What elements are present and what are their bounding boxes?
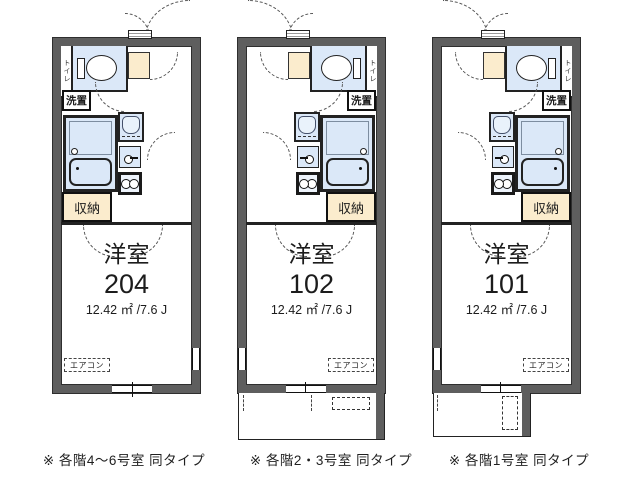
outdoor-ac-unit (502, 396, 518, 430)
closet-box: 収納 (326, 192, 376, 222)
kitchen-sink-icon (492, 146, 514, 168)
washbasin-bowl-icon (298, 116, 316, 134)
room-info: 洋室 102 12.42 ㎡ /7.6 J (246, 241, 377, 318)
bathtub-icon (521, 158, 564, 186)
toilet-tank-icon (353, 58, 361, 79)
closet-box: 収納 (62, 192, 112, 222)
faucet-icon (360, 148, 367, 155)
aircon-box: エアコン (523, 358, 569, 372)
shower-area (69, 121, 112, 155)
entrance-step (128, 52, 150, 79)
room-size: 12.42 ㎡ /7.6 J (465, 303, 548, 318)
faucet-icon (71, 148, 78, 155)
floorplan-unit-101: トイレ 洗置 収納 洋室 101 12.42 ㎡ /7.6 J エアコン (433, 0, 580, 393)
window-side (192, 348, 200, 370)
washbasin-bowl-icon (493, 116, 511, 134)
window-bottom (481, 385, 521, 393)
aircon-box: エアコン (328, 358, 374, 372)
toilet-door-arc (508, 82, 538, 112)
entrance-porch (128, 30, 152, 39)
room-type-label: 洋室 (483, 241, 530, 267)
caption-unit-204: ※ 各階4〜6号室 同タイプ (42, 453, 206, 468)
terrace-wall (376, 393, 384, 439)
stove-icon (491, 172, 515, 195)
washbasin-bowl-icon (122, 116, 140, 134)
terrace-mark (437, 395, 440, 411)
laundry-label: 洗置 (62, 90, 91, 111)
floorplan-unit-102: トイレ 洗置 収納 洋室 102 12.42 ㎡ /7.6 J エアコン (238, 0, 385, 393)
laundry-label: 洗置 (542, 90, 571, 111)
room-number: 101 (483, 269, 530, 300)
outdoor-ac-unit (332, 397, 370, 410)
terrace-102 (238, 393, 385, 440)
bathroom (515, 115, 570, 192)
entrance-door-arc-inner (455, 52, 483, 80)
bathroom (63, 115, 118, 192)
washroom-door-arc (263, 132, 291, 160)
closet-box: 収納 (521, 192, 571, 222)
floorplan-unit-204: トイレ 洗置 収納 洋室 204 12.42 ㎡ /7.6 J エアコン (53, 0, 200, 397)
toilet-strip-text: トイレ (369, 59, 376, 83)
terrace-wall (522, 393, 530, 436)
caption-unit-101: ※ 各階1号室 同タイプ (448, 453, 590, 468)
room-size: 12.42 ㎡ /7.6 J (270, 303, 353, 318)
bathtub-icon (326, 158, 369, 186)
bathroom (320, 115, 375, 192)
washbasin (118, 112, 144, 142)
toilet-strip-text: トイレ (564, 59, 571, 83)
stove-icon (296, 172, 320, 195)
faucet-icon (555, 148, 562, 155)
washroom-door-arc (147, 132, 175, 160)
entrance-porch (286, 30, 310, 39)
terrace-mark (243, 395, 246, 411)
toilet-room (73, 46, 128, 92)
toilet-strip-text: トイレ (63, 59, 70, 83)
washbasin (489, 112, 515, 142)
toilet-bowl-icon (321, 55, 352, 81)
room-info: 洋室 204 12.42 ㎡ /7.6 J (61, 242, 192, 318)
entrance-door-arc-inner (260, 52, 288, 80)
kitchen-sink-icon (297, 146, 319, 168)
toilet-bowl-icon (516, 55, 547, 81)
window-side (433, 348, 441, 370)
entrance-porch (481, 30, 505, 39)
toilet-door-arc (313, 82, 343, 112)
caption-unit-102: ※ 各階2・3号室 同タイプ (249, 453, 413, 468)
toilet-bowl-icon (86, 55, 117, 81)
room-info: 洋室 101 12.42 ㎡ /7.6 J (441, 241, 572, 318)
toilet-tank-icon (77, 58, 85, 79)
terrace-mark (311, 395, 314, 411)
wall-divider (246, 222, 377, 225)
room-number: 102 (288, 269, 335, 300)
kitchen-sink-icon (119, 146, 141, 168)
window-bottom (112, 382, 152, 397)
aircon-box: エアコン (64, 358, 110, 372)
washbasin (294, 112, 320, 142)
wall-divider (61, 222, 192, 225)
window-side (238, 348, 246, 370)
room-size: 12.42 ㎡ /7.6 J (85, 303, 168, 318)
entrance-step (288, 52, 310, 79)
toilet-door-arc (95, 82, 125, 112)
toilet-tank-icon (548, 58, 556, 79)
room-type-label: 洋室 (288, 241, 335, 267)
room-type-label: 洋室 (103, 241, 150, 267)
laundry-label: 洗置 (347, 90, 376, 111)
room-number: 204 (103, 269, 150, 300)
entrance-door-arc-inner (150, 52, 178, 80)
wall-divider (441, 222, 572, 225)
stove-icon (118, 172, 142, 195)
washroom-door-arc (458, 132, 486, 160)
bathtub-icon (69, 158, 112, 186)
entrance-step (483, 52, 505, 79)
terrace-101 (433, 393, 531, 437)
window-bottom (286, 385, 326, 393)
